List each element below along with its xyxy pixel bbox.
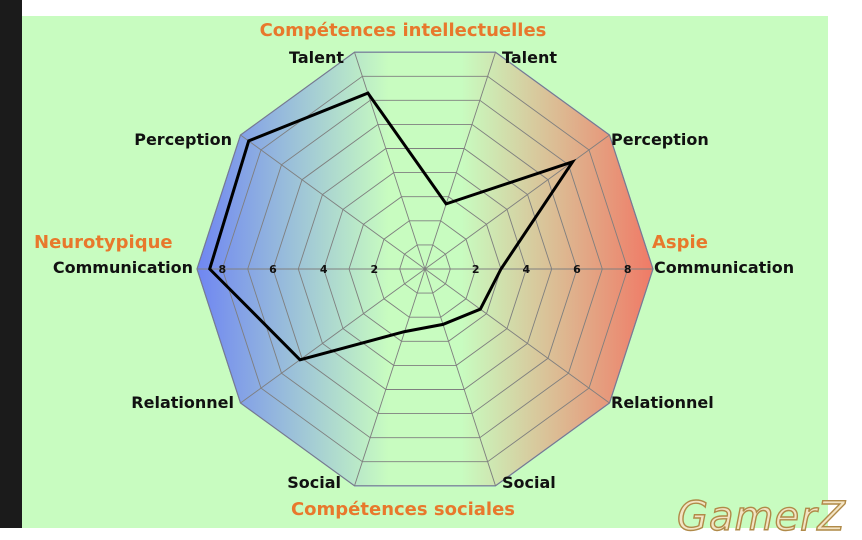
axis-label-talent: Talent bbox=[502, 48, 557, 67]
axis-label-perception: Perception bbox=[134, 130, 232, 149]
tick-label-left: 8 bbox=[218, 263, 226, 276]
tick-label-right: 4 bbox=[522, 263, 530, 276]
axis-label-relationnel: Relationnel bbox=[131, 393, 234, 412]
axis-label-social: Social bbox=[287, 473, 341, 492]
grid-spoke bbox=[424, 268, 610, 404]
grid-spoke bbox=[240, 268, 426, 404]
series-line bbox=[208, 91, 577, 362]
grid-spoke bbox=[354, 268, 426, 486]
grid-spoke bbox=[424, 134, 610, 270]
grid-spoke bbox=[424, 52, 496, 270]
axis-label-communication: Communication bbox=[654, 258, 794, 277]
axis-label-relationnel: Relationnel bbox=[611, 393, 714, 412]
heading-right: Aspie bbox=[652, 232, 708, 253]
radar-chart: 2 2 4 4 6 6 8 8 Communication Perception Talent Ta… bbox=[34, 20, 794, 520]
axis-label-perception: Perception bbox=[611, 130, 709, 149]
heading-top: Compétences intellectuelles bbox=[260, 20, 547, 41]
tick-label-right: 6 bbox=[573, 263, 581, 276]
grid-spoke bbox=[424, 268, 496, 486]
tick-label-left: 4 bbox=[320, 263, 328, 276]
left-dark-strip bbox=[0, 0, 22, 528]
tick-label-right: 8 bbox=[624, 263, 632, 276]
axis-label-communication: Communication bbox=[53, 258, 193, 277]
watermark-logo: GamerZ bbox=[676, 493, 846, 540]
heading-bottom: Compétences sociales bbox=[291, 499, 515, 520]
grid-spoke bbox=[354, 52, 426, 270]
axis-label-social: Social bbox=[502, 473, 556, 492]
axis-label-talent: Talent bbox=[289, 48, 344, 67]
tick-label-left: 6 bbox=[269, 263, 277, 276]
grid-spoke bbox=[240, 134, 426, 270]
heading-left: Neurotypique bbox=[34, 232, 173, 253]
tick-label-right: 2 bbox=[472, 263, 480, 276]
chart-panel: 2 2 4 4 6 6 8 8 Communication Perception Talent Ta… bbox=[22, 16, 846, 540]
tick-label-left: 2 bbox=[370, 263, 378, 276]
